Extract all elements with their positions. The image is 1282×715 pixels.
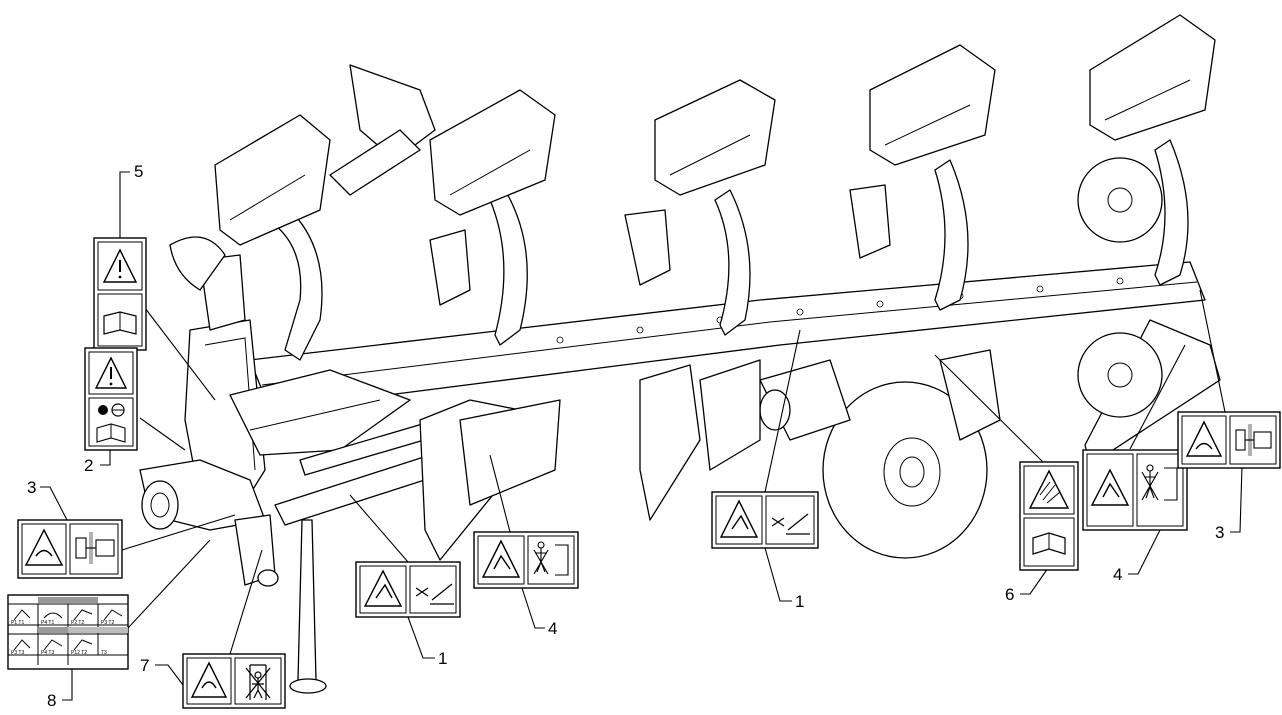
decal-1-left bbox=[355, 561, 461, 618]
callout-8: 8 bbox=[47, 691, 56, 710]
decal-4-left bbox=[473, 531, 579, 589]
decal-3-right bbox=[1177, 411, 1281, 469]
keep-hands-away-icon bbox=[415, 583, 454, 605]
callout-6: 6 bbox=[1005, 585, 1014, 604]
callout-2: 2 bbox=[84, 456, 93, 475]
manual-book-icon bbox=[103, 311, 137, 335]
decal-6 bbox=[1019, 461, 1079, 571]
plough-legs bbox=[274, 139, 1189, 361]
stand-clear-icon bbox=[533, 541, 569, 576]
disc-coulters bbox=[169, 157, 1163, 418]
decal-8-label: P1 T1 bbox=[11, 620, 24, 626]
plough-machine-drawing bbox=[139, 14, 1221, 694]
manual-book-icon bbox=[1032, 532, 1066, 555]
callout-4-left: 4 bbox=[548, 619, 557, 638]
keep-hands-away-icon bbox=[771, 513, 810, 535]
entanglement-hazard-icon bbox=[190, 661, 228, 698]
decal-2 bbox=[84, 347, 138, 451]
callout-3-right: 3 bbox=[1215, 523, 1224, 542]
callout-4-right: 4 bbox=[1113, 565, 1122, 584]
decal-1-right bbox=[711, 491, 819, 549]
hitch-coupling-icon bbox=[1235, 424, 1272, 456]
crush-hazard-icon bbox=[1185, 420, 1223, 457]
decal-8-label: P2 T2 bbox=[71, 620, 84, 626]
pressure-hazard-icon bbox=[1028, 469, 1070, 509]
stand-clear-icon bbox=[245, 664, 271, 700]
decal-3-left bbox=[17, 519, 123, 579]
decal-8-label: P4 T3 bbox=[41, 650, 54, 656]
callout-3-left: 3 bbox=[27, 478, 36, 497]
callout-numbers: 5 2 3 8 7 1 4 1 6 4 3 bbox=[27, 162, 1224, 710]
decal-8-label: P12 T2 bbox=[71, 650, 87, 656]
upper-mouldboards bbox=[199, 14, 1216, 331]
hitch-coupling-icon bbox=[75, 532, 115, 564]
callout-7: 7 bbox=[140, 656, 149, 675]
stand-clear-icon bbox=[1141, 464, 1178, 501]
decal-8: P1 T1 P4 T1 P2 T2 P3 T2 P3 T3 P4 T3 P12 … bbox=[7, 594, 129, 670]
ignition-key-icon bbox=[98, 403, 125, 417]
decal-8-label: P3 T3 bbox=[11, 650, 24, 656]
crush-hazard-icon bbox=[24, 528, 64, 566]
callout-1-right: 1 bbox=[795, 592, 804, 611]
decal-5 bbox=[93, 237, 147, 351]
leader-lines bbox=[40, 171, 1243, 701]
decal-8-label: P3 T2 bbox=[101, 620, 114, 626]
callout-1-left: 1 bbox=[438, 649, 447, 668]
decal-4-right bbox=[1082, 449, 1188, 531]
decal-8-label: P4 T1 bbox=[41, 620, 54, 626]
decal-7 bbox=[182, 653, 286, 709]
manual-book-icon bbox=[96, 423, 126, 443]
decal-8-label: T3 bbox=[101, 650, 107, 656]
callout-5: 5 bbox=[134, 162, 143, 181]
